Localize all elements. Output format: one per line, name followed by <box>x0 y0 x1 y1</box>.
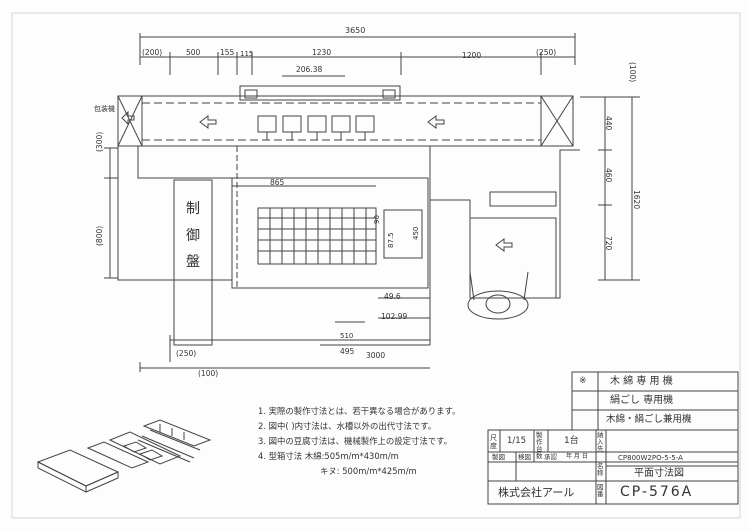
note-4: 4. 型箱寸法 木綿:505m/m*430m/m <box>258 451 399 461</box>
dim-1200: 1200 <box>462 51 482 60</box>
dim-bottom-100: (100) <box>198 369 219 378</box>
machine-type-kinugoshi: 絹ごし 専用機 <box>610 395 674 406</box>
note-2: 2. 図中( )内寸法は、水槽以外の出代寸法です。 <box>258 421 437 431</box>
quantity-label: 製作台数 <box>536 431 543 461</box>
dim-87-5: 87.5 <box>387 232 395 248</box>
dim-overall-width: 3650 <box>345 26 366 35</box>
checked-by-label: 検図 <box>518 453 531 461</box>
dim-495: 495 <box>340 347 355 356</box>
machine-type-momen: 木 綿 専 用 機 <box>610 376 673 387</box>
drawing-number-label: 図番 <box>597 483 604 499</box>
dim-1230: 1230 <box>312 48 332 57</box>
control-panel-label: 制 御 盤 <box>186 201 200 271</box>
note-1: 1. 実際の製作寸法とは、若干異なる場合があります。 <box>258 406 461 416</box>
dim-right-100: (100) <box>628 62 637 83</box>
dim-460: 460 <box>604 168 613 183</box>
dim-3000: 3000 <box>366 351 386 360</box>
quantity-value: 1台 <box>564 436 579 446</box>
note-5: キヌ: 500m/m*425m/m <box>320 466 417 476</box>
dim-bottom-250: (250) <box>176 349 197 358</box>
dim-49-6: 49.6 <box>384 292 401 301</box>
approved-by-label: 承認 <box>544 453 557 461</box>
dim-865: 865 <box>270 178 285 187</box>
name-label: 名称 <box>597 462 604 478</box>
drawn-by-label: 製図 <box>492 453 505 461</box>
note-3: 3. 図中の豆腐寸法は、機械製作上の設定寸法です。 <box>258 436 453 446</box>
delivery-label: 納入先 <box>597 431 604 454</box>
dim-720: 720 <box>604 236 613 251</box>
dim-right-overhang: (250) <box>536 48 557 57</box>
drawing-number: CP-576A <box>620 484 694 500</box>
dim-440: 440 <box>604 116 613 131</box>
dim-800: (800) <box>95 225 104 246</box>
wrapping-machine-label: 包装機 <box>94 105 115 113</box>
dim-1620: 1620 <box>632 190 641 210</box>
dim-510: 510 <box>340 332 354 340</box>
dim-300: (300) <box>95 131 104 152</box>
drawing-code: CP800W2PO-5-5-A <box>618 454 683 462</box>
dim-102-99: 102.99 <box>381 312 408 321</box>
dim-115: 115 <box>240 50 254 58</box>
scale-value: 1/15 <box>507 436 527 446</box>
dim-500: 500 <box>186 48 201 57</box>
dim-90: 90 <box>373 215 381 224</box>
dim-155: 155 <box>220 48 235 57</box>
drawing-title: 平面寸法図 <box>634 468 684 479</box>
machine-type-combined: 木綿・絹ごし兼用機 <box>606 414 692 425</box>
machine-type-mark: ※ <box>579 376 587 386</box>
dim-left-overhang: (200) <box>142 48 163 57</box>
dim-450: 450 <box>412 226 420 240</box>
dim-206: 206.38 <box>296 65 323 74</box>
date-label: 年 月 日 <box>566 453 588 460</box>
scale-label: 尺度 <box>490 434 497 451</box>
company-name: 株式会社アール <box>498 486 575 499</box>
